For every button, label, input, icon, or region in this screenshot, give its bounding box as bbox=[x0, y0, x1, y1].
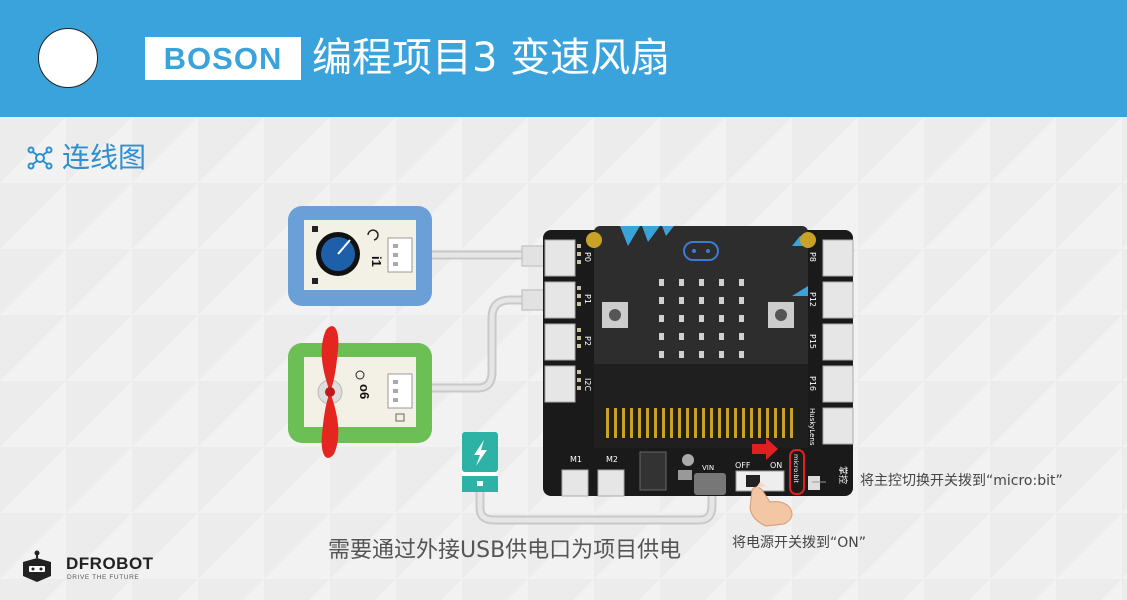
microbit bbox=[586, 226, 816, 448]
section-heading: 连线图 bbox=[26, 140, 146, 176]
label-main-controller: 掌控 bbox=[837, 466, 849, 484]
label-vin: VIN bbox=[702, 464, 714, 472]
port-label-p8: P8 bbox=[808, 252, 817, 262]
dfrobot-logo: DFROBOT DRIVE THE FUTURE bbox=[18, 550, 188, 588]
expansion-board: P0 P1 P2 I2C P8 P12 P15 P16 HuskyLens bbox=[543, 226, 854, 527]
fan-module: o6 bbox=[288, 326, 432, 458]
arrow-right-icon bbox=[752, 438, 778, 460]
label-on: ON bbox=[770, 461, 782, 470]
network-icon bbox=[27, 146, 53, 170]
port-label-i2c: I2C bbox=[583, 378, 592, 391]
page-title: 编程项目3 变速风扇 bbox=[312, 35, 671, 81]
usb-power-icon bbox=[462, 432, 498, 492]
label-m1: M1 bbox=[570, 455, 582, 464]
port-label-huskylens: HuskyLens bbox=[808, 408, 816, 446]
port-label-p1: P1 bbox=[583, 294, 592, 304]
hand-pointer-icon bbox=[749, 482, 793, 527]
dfrobot-robot-icon bbox=[23, 550, 51, 582]
port-label-p15: P15 bbox=[808, 334, 817, 349]
header-circle bbox=[38, 28, 98, 88]
port-label-p16: P16 bbox=[808, 376, 817, 391]
section-label: 连线图 bbox=[62, 141, 147, 174]
note-power-on: 将电源开关拨到“ON” bbox=[732, 535, 866, 551]
port-label-p12: P12 bbox=[808, 292, 817, 307]
cables bbox=[425, 250, 717, 525]
fan-code: o6 bbox=[357, 384, 372, 399]
fan-blade-icon bbox=[321, 326, 339, 392]
header-bar: BOSON 编程项目3 变速风扇 bbox=[0, 0, 1127, 117]
logo-name: DFROBOT bbox=[66, 554, 154, 573]
potentiometer-module: i1 bbox=[288, 206, 432, 306]
label-m2: M2 bbox=[606, 455, 618, 464]
port-label-p0: P0 bbox=[583, 252, 592, 262]
port-label-p2: P2 bbox=[583, 336, 592, 346]
label-microbit: micro:bit bbox=[792, 454, 800, 483]
note-switch-microbit: 将主控切换开关拨到“micro:bit” bbox=[860, 473, 1063, 489]
label-off: OFF bbox=[735, 461, 751, 470]
potentiometer-code: i1 bbox=[369, 256, 384, 267]
logo-tagline: DRIVE THE FUTURE bbox=[67, 574, 140, 581]
note-usb-power: 需要通过外接USB供电口为项目供电 bbox=[328, 538, 682, 563]
boson-badge: BOSON bbox=[145, 37, 301, 80]
